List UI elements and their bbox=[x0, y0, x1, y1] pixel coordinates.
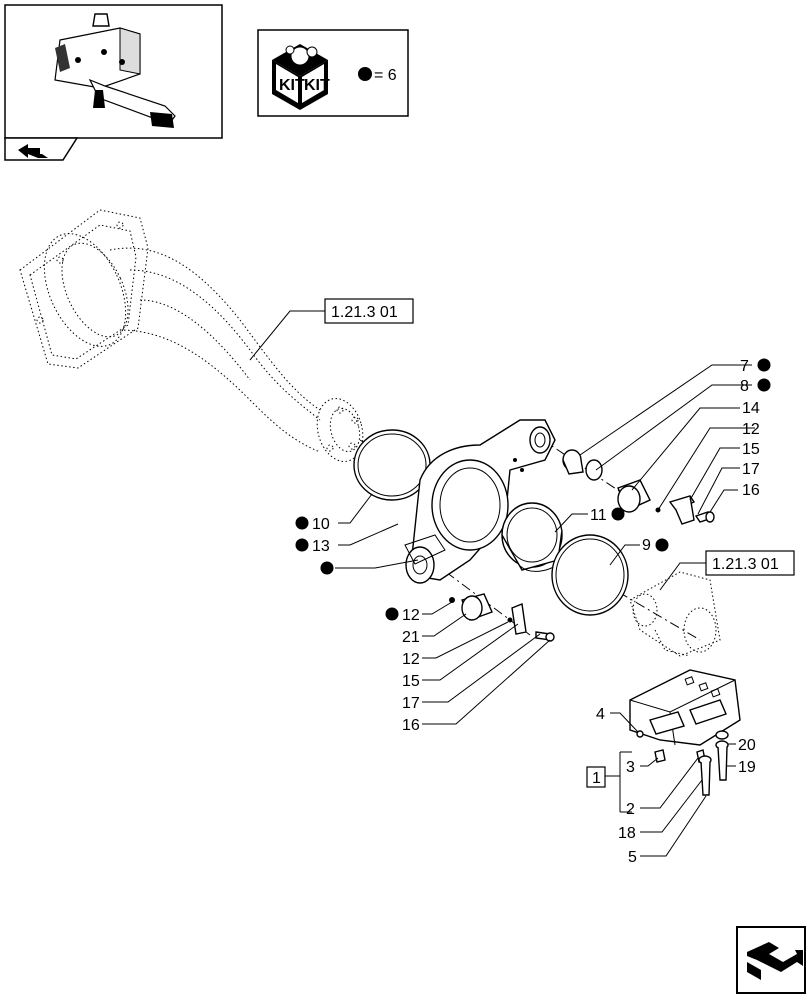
callout-labels: 7 8 14 12 15 17 16 11 9 10 13 12 21 12 1… bbox=[295, 358, 771, 866]
callout-1-box bbox=[586, 766, 606, 788]
lock-plate-upper bbox=[668, 495, 696, 525]
callout-9: 9 bbox=[642, 537, 651, 554]
callout-17-lower: 17 bbox=[402, 695, 420, 712]
bolt-19 bbox=[715, 730, 729, 781]
tractor-axle-thumbnail-icon bbox=[54, 13, 176, 128]
kit-marker-9 bbox=[655, 538, 669, 552]
callout-17-upper: 17 bbox=[742, 461, 760, 478]
snap-ring bbox=[585, 459, 603, 481]
kit-marker-12-lower bbox=[385, 607, 399, 621]
callout-1: 1 bbox=[592, 770, 601, 787]
callout-15-upper: 15 bbox=[742, 441, 760, 458]
callout-16-lower: 16 bbox=[402, 717, 420, 734]
callout-11: 11 bbox=[590, 507, 607, 524]
callout-12-lower: 12 bbox=[402, 651, 420, 668]
callout-12-lower-kit: 12 bbox=[402, 607, 420, 624]
lock-plate-lower bbox=[511, 603, 527, 635]
bushing bbox=[501, 502, 563, 572]
kit-marker-13 bbox=[295, 538, 309, 552]
prev-page-button[interactable] bbox=[4, 137, 79, 161]
callout-8: 8 bbox=[740, 378, 749, 395]
callout-7: 7 bbox=[740, 358, 749, 375]
kit-marker-8 bbox=[757, 378, 771, 392]
kit-bullet-icon bbox=[358, 67, 372, 81]
callout-15-lower: 15 bbox=[402, 673, 420, 690]
kit-marker-10 bbox=[295, 516, 309, 530]
overview-thumbnail[interactable] bbox=[4, 4, 223, 139]
next-page-icon bbox=[747, 942, 803, 980]
callout-20: 20 bbox=[738, 737, 756, 754]
callout-3: 3 bbox=[626, 759, 635, 776]
grease-nipple bbox=[636, 730, 644, 738]
callout-5: 5 bbox=[628, 849, 637, 866]
previous-page-icon bbox=[18, 144, 48, 158]
kit-box-icon bbox=[272, 44, 328, 110]
kit-marker-11 bbox=[611, 507, 625, 521]
callout-16-upper: 16 bbox=[742, 482, 760, 499]
pivot-pin-lower bbox=[461, 593, 493, 621]
kit-equals-text: = 6 bbox=[374, 67, 397, 84]
bolt-18 bbox=[698, 755, 712, 796]
callout-10: 10 bbox=[312, 516, 330, 533]
callout-4: 4 bbox=[596, 706, 605, 723]
kit-marker-7 bbox=[757, 358, 771, 372]
kit-legend: KIT KIT = 6 bbox=[257, 29, 409, 117]
next-page-button[interactable] bbox=[736, 926, 806, 994]
pivot-housing bbox=[404, 419, 556, 584]
steering-knuckle bbox=[629, 571, 721, 657]
exploded-view bbox=[19, 209, 741, 796]
leader-lines bbox=[249, 310, 755, 857]
reference-box-top[interactable]: 1.21.3 01 bbox=[324, 298, 414, 324]
kit-label-a: KIT bbox=[279, 77, 305, 94]
pivot-pin-upper bbox=[617, 479, 651, 513]
callout-14: 14 bbox=[742, 400, 760, 417]
kit-label-b: KIT bbox=[304, 77, 330, 94]
bolt-lower bbox=[535, 631, 555, 642]
kit-marker-housing bbox=[320, 561, 334, 575]
callout-21: 21 bbox=[402, 629, 420, 646]
small-bushing bbox=[562, 449, 584, 475]
reference-right-text: 1.21.3 01 bbox=[712, 556, 779, 573]
callout-2: 2 bbox=[626, 801, 635, 818]
axle-housing bbox=[19, 209, 364, 462]
o-ring-right bbox=[551, 534, 629, 616]
dowel-pin bbox=[654, 749, 666, 763]
callout-12-upper: 12 bbox=[742, 421, 760, 438]
callout-19: 19 bbox=[738, 759, 756, 776]
reference-top-text: 1.21.3 01 bbox=[331, 304, 398, 321]
callout-18: 18 bbox=[618, 825, 636, 842]
callout-13: 13 bbox=[312, 538, 330, 555]
support-bracket bbox=[629, 669, 741, 746]
reference-box-right[interactable]: 1.21.3 01 bbox=[705, 550, 795, 576]
